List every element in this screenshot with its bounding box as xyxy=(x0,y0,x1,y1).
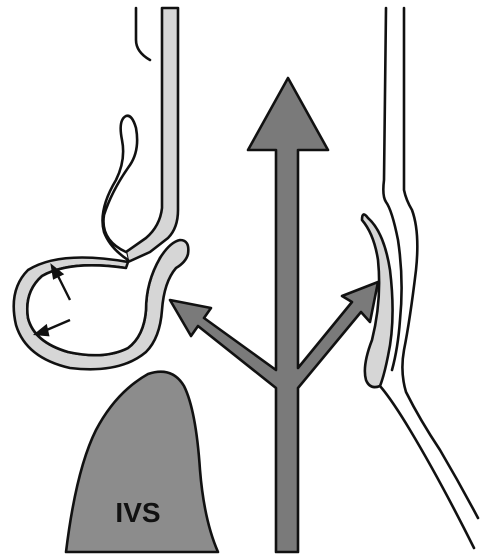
right-lower-wall xyxy=(380,386,474,548)
left-tube-inner-line xyxy=(136,8,150,60)
left-curled-limb xyxy=(103,116,138,260)
septum: IVS xyxy=(66,372,218,552)
right-vessel xyxy=(362,8,478,548)
left-vessel-and-pouch xyxy=(14,8,189,369)
right-vessel-outer-line xyxy=(402,8,478,518)
septum-label: IVS xyxy=(115,497,160,528)
